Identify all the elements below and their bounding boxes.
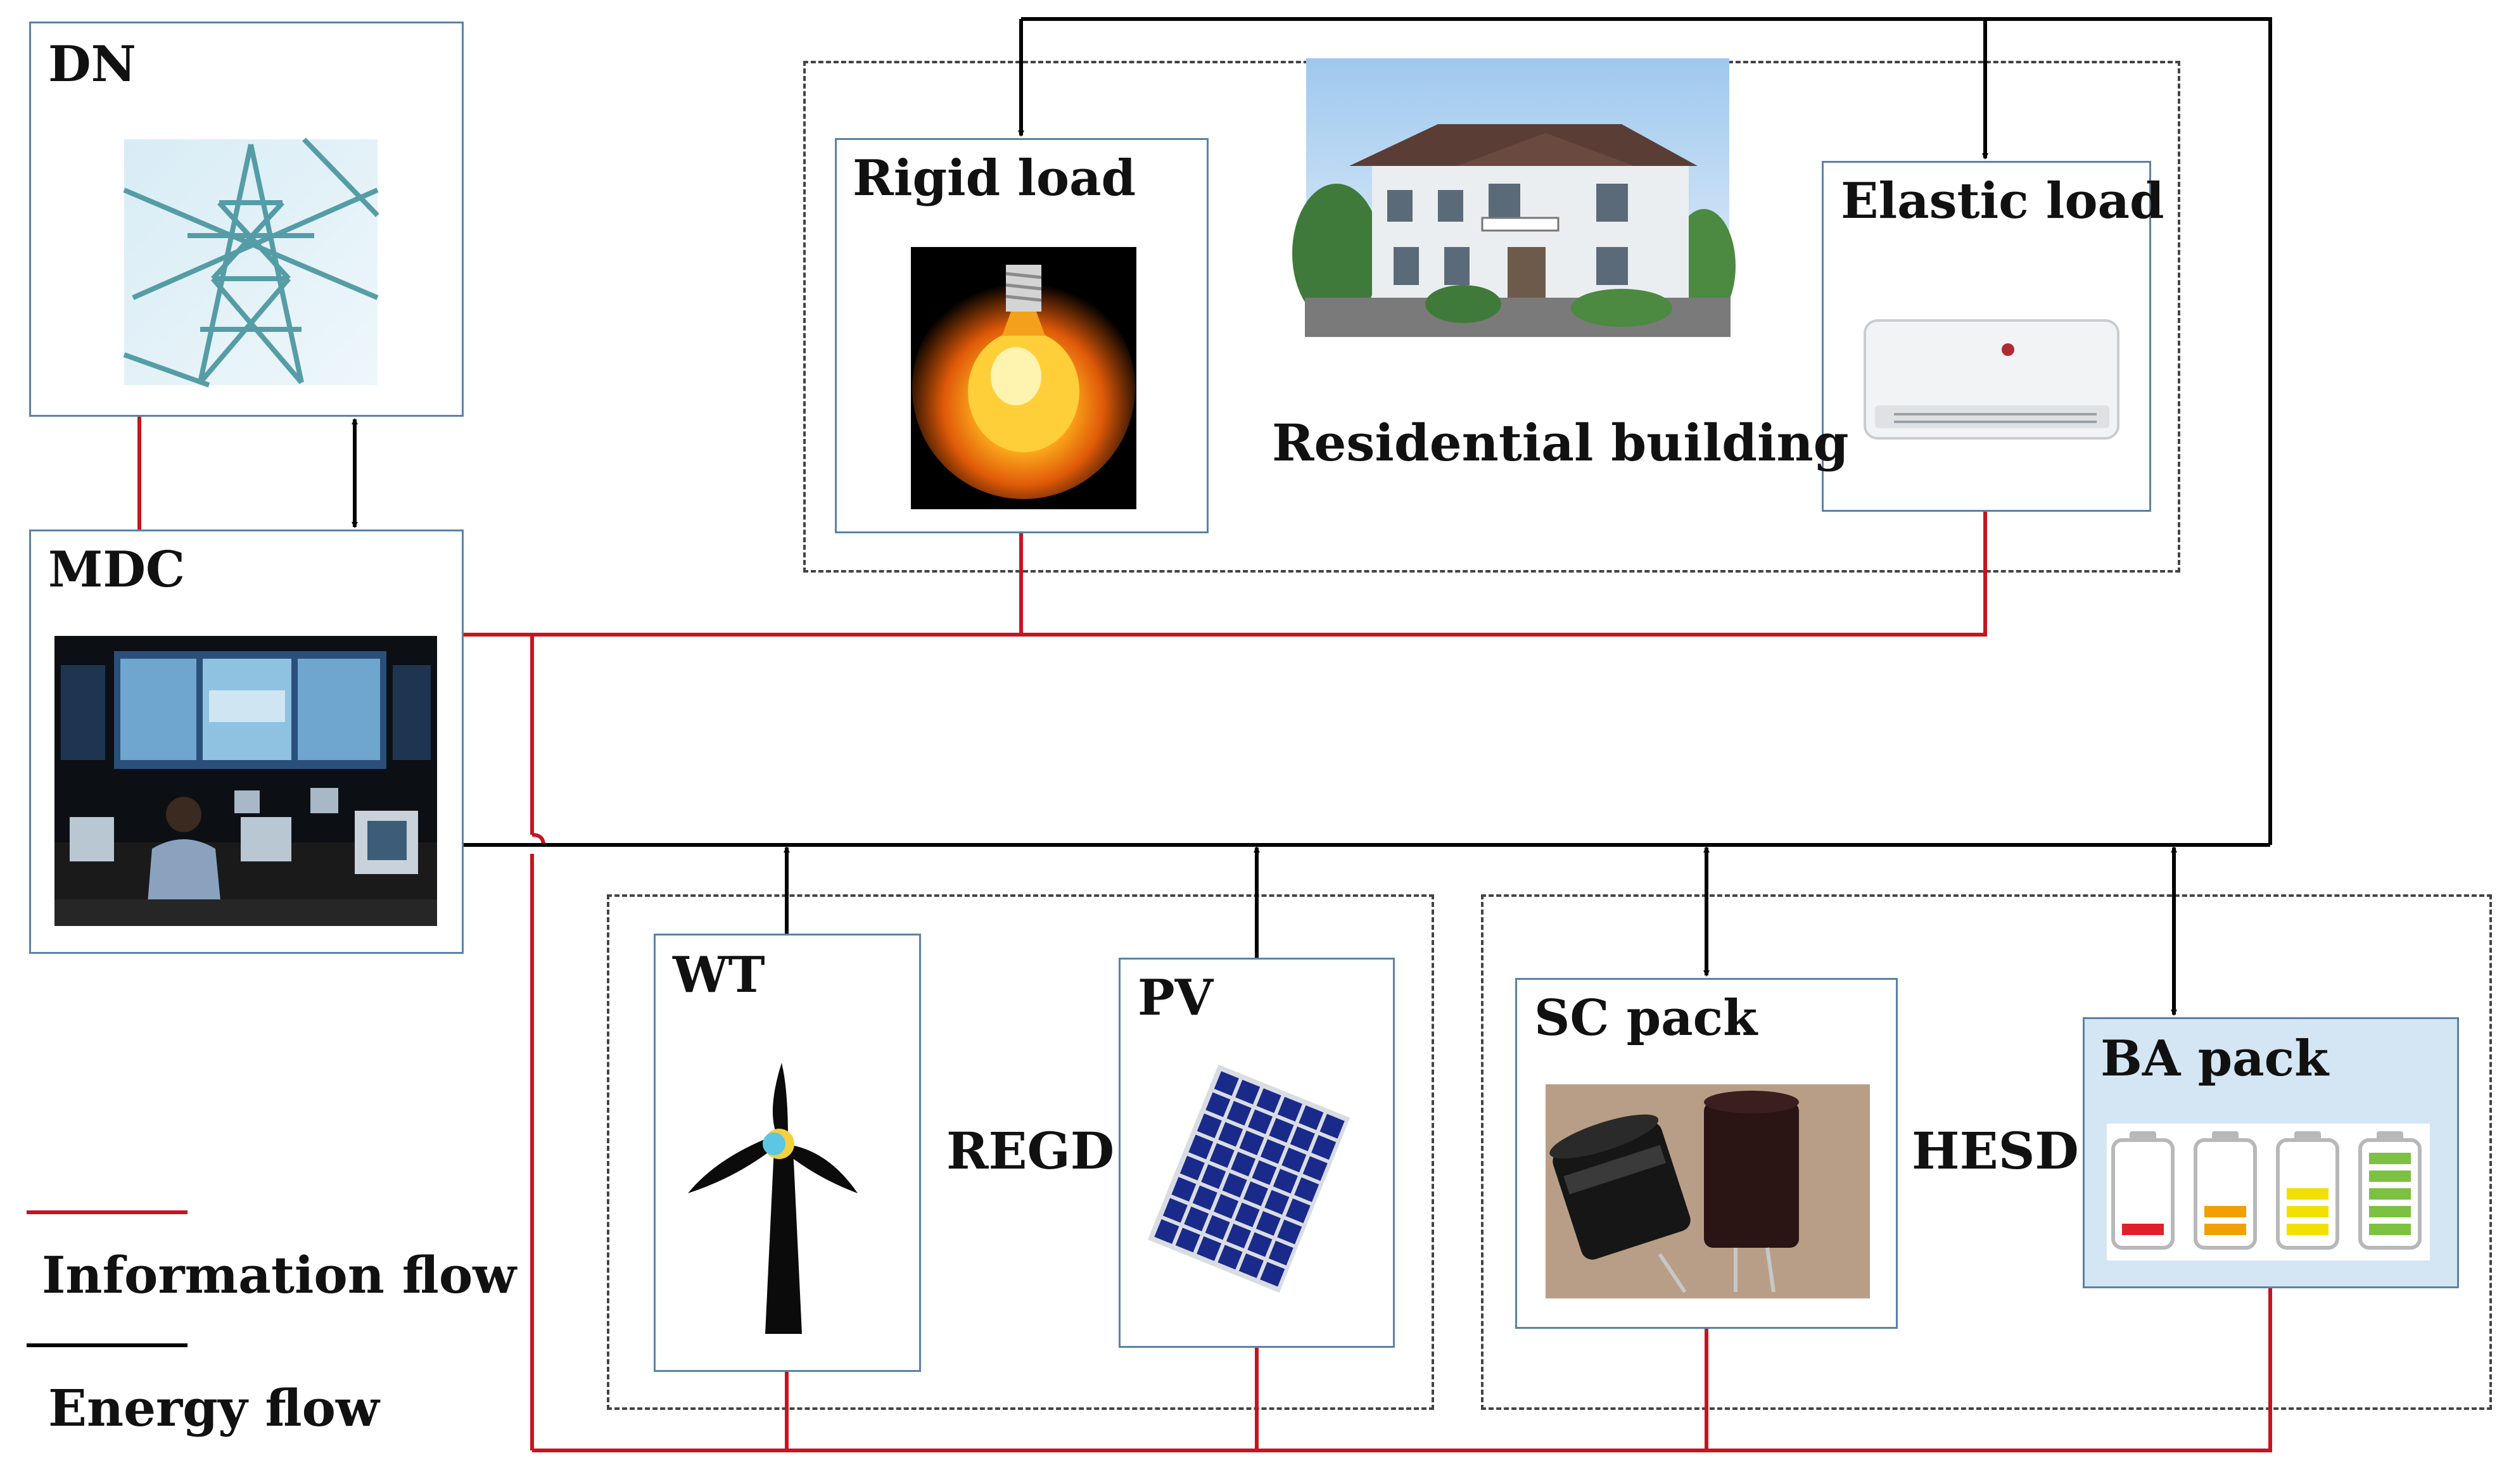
energy-flow-lines bbox=[352, 17, 2272, 1016]
solar-cell bbox=[1290, 1126, 1315, 1151]
solar-cell bbox=[1319, 1113, 1345, 1139]
elastic-load-title: Elastic load bbox=[1841, 172, 2164, 230]
solar-cell bbox=[1255, 1211, 1281, 1236]
capacitors-image bbox=[1546, 1084, 1870, 1298]
solar-cell bbox=[1260, 1139, 1285, 1164]
solar-cell bbox=[1239, 1130, 1264, 1156]
solar-cell bbox=[1205, 1092, 1231, 1117]
solar-cell bbox=[1197, 1236, 1222, 1261]
solar-cell bbox=[1175, 1227, 1200, 1253]
solar-cell bbox=[1171, 1177, 1197, 1202]
solar-cell bbox=[1188, 1134, 1214, 1160]
solar-cell bbox=[1209, 1143, 1235, 1168]
information-flow-lines bbox=[137, 417, 2272, 1452]
solar-panel-icon bbox=[1147, 1064, 1350, 1293]
regd-label: REGD bbox=[946, 1121, 1115, 1181]
hesd-label: HESD bbox=[1912, 1121, 2079, 1181]
regd-group bbox=[607, 894, 1434, 1410]
battery-levels-icon bbox=[2107, 1124, 2430, 1260]
solar-cell bbox=[1179, 1155, 1205, 1181]
solar-cell bbox=[1235, 1079, 1261, 1105]
solar-cell bbox=[1217, 1245, 1243, 1270]
solar-cell bbox=[1285, 1198, 1311, 1224]
solar-cell bbox=[1231, 1151, 1256, 1177]
solar-cell bbox=[1269, 1118, 1294, 1143]
solar-cell bbox=[1184, 1206, 1209, 1232]
solar-cell bbox=[1205, 1215, 1230, 1240]
solar-cell bbox=[1192, 1185, 1217, 1210]
solar-cell bbox=[1154, 1219, 1179, 1244]
solar-cell bbox=[1311, 1135, 1337, 1160]
hesd-group bbox=[1481, 894, 2492, 1410]
residential-building-label: Residential building bbox=[1272, 413, 1849, 472]
solar-cell bbox=[1273, 1169, 1298, 1194]
rigid-load-title: Rigid load bbox=[853, 149, 1136, 207]
solar-cell bbox=[1268, 1240, 1293, 1265]
solar-cell bbox=[1162, 1198, 1188, 1223]
solar-cell bbox=[1281, 1147, 1307, 1172]
ba-pack-title: BA pack bbox=[2100, 1030, 2329, 1088]
solar-cell bbox=[1238, 1253, 1264, 1278]
solar-cell bbox=[1218, 1122, 1243, 1147]
solar-cell bbox=[1299, 1105, 1324, 1131]
mdc-title: MDC bbox=[48, 541, 186, 599]
legend-information-flow: Information flow bbox=[42, 1245, 517, 1305]
wind-turbine-icon bbox=[688, 1063, 858, 1334]
solar-cell bbox=[1222, 1172, 1247, 1198]
solar-cell bbox=[1226, 1101, 1252, 1126]
solar-cell bbox=[1294, 1177, 1319, 1202]
solar-cell bbox=[1302, 1156, 1328, 1181]
solar-cell bbox=[1197, 1113, 1222, 1139]
solar-cell bbox=[1252, 1160, 1277, 1185]
residential-building-image bbox=[1292, 58, 1736, 337]
air-conditioner-icon bbox=[1864, 319, 2119, 440]
solar-cell bbox=[1214, 1071, 1239, 1096]
light-bulb-icon bbox=[911, 247, 1136, 509]
solar-cell bbox=[1264, 1189, 1290, 1215]
solar-cell bbox=[1277, 1096, 1302, 1122]
solar-cell bbox=[1247, 1232, 1273, 1257]
solar-cell bbox=[1226, 1223, 1252, 1249]
legend-energy-flow: Energy flow bbox=[48, 1378, 379, 1438]
solar-cell bbox=[1235, 1202, 1260, 1227]
control-room-image bbox=[54, 636, 437, 926]
solar-cell bbox=[1201, 1164, 1226, 1189]
dn-title: DN bbox=[48, 35, 136, 93]
sc-pack-title: SC pack bbox=[1534, 989, 1758, 1047]
transmission-tower-icon bbox=[123, 137, 379, 388]
solar-cell bbox=[1260, 1262, 1285, 1287]
solar-cell bbox=[1256, 1088, 1281, 1113]
solar-cell bbox=[1277, 1219, 1302, 1245]
solar-cell bbox=[1243, 1181, 1269, 1207]
solar-cell bbox=[1214, 1194, 1239, 1219]
solar-cell bbox=[1248, 1109, 1273, 1134]
pv-title: PV bbox=[1138, 969, 1214, 1027]
wt-title: WT bbox=[673, 946, 765, 1004]
